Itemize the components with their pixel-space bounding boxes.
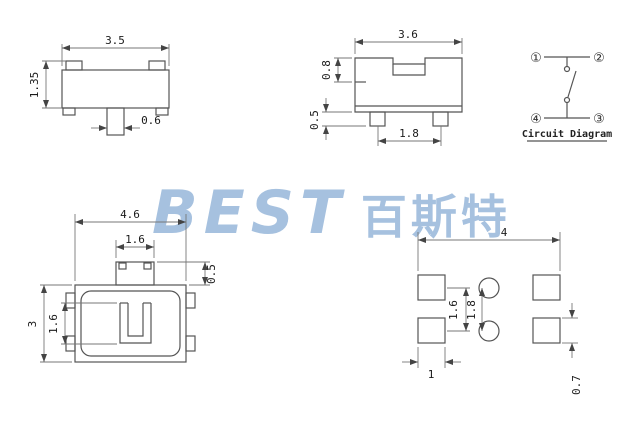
top-view-dimensions: 4.6 1.6 0.5 3 1.6	[26, 208, 218, 363]
footprint-pads	[417, 274, 561, 344]
circuit-diagram-label: Circuit Diagram	[522, 128, 612, 140]
footprint-dim-width: 4	[501, 226, 508, 239]
footprint-dim-pad-width: 1	[428, 368, 435, 381]
terminal-3: ③	[593, 112, 605, 127]
top-dim-actuator: 1.6	[125, 233, 145, 246]
switch-symbol	[544, 56, 590, 119]
side-view-dimensions: 3.6 0.8 0.5 1.8	[308, 28, 463, 146]
circuit-diagram: ① ② ④ ③ Circuit Diagram	[522, 51, 612, 142]
side-view: 3.6 0.8 0.5 1.8	[308, 28, 463, 146]
terminal-1: ①	[530, 51, 542, 66]
top-dim-contact: 1.6	[47, 314, 60, 334]
footprint-dim-pad-height: 0.7	[570, 375, 583, 395]
top-dim-height: 3	[26, 321, 39, 328]
top-view-outline	[65, 261, 196, 363]
side-view-outline	[354, 57, 463, 127]
front-view-dimensions: 3.5 1.35 0.6	[28, 34, 170, 131]
terminal-2: ②	[593, 51, 605, 66]
watermark-cn: 百斯特	[360, 190, 511, 244]
footprint-dim-hole-pitch: 1.8	[465, 300, 478, 320]
footprint-dimensions: 4 1.6 1.8 1 0.7	[402, 226, 583, 395]
top-dim-width: 4.6	[120, 208, 140, 221]
front-view-outline	[61, 60, 170, 136]
watermark: BEST 百斯特	[152, 178, 511, 248]
front-dim-stem: 0.6	[141, 114, 161, 127]
terminal-4: ④	[530, 112, 542, 127]
footprint-dim-pad-pitch: 1.6	[447, 300, 460, 320]
front-dim-width: 3.5	[105, 34, 125, 47]
front-view: 3.5 1.35 0.6	[28, 34, 170, 136]
side-dim-pin-height: 0.5	[308, 110, 321, 130]
side-dim-width: 3.6	[398, 28, 418, 41]
footprint-view: 4 1.6 1.8 1 0.7	[402, 226, 583, 395]
top-dim-protrusion: 0.5	[205, 264, 218, 284]
side-dim-top: 0.8	[320, 60, 333, 80]
watermark-en: BEST	[152, 178, 347, 248]
side-dim-pin-pitch: 1.8	[399, 127, 419, 140]
front-dim-height: 1.35	[28, 72, 41, 99]
top-view: 4.6 1.6 0.5 3 1.6	[26, 208, 218, 363]
